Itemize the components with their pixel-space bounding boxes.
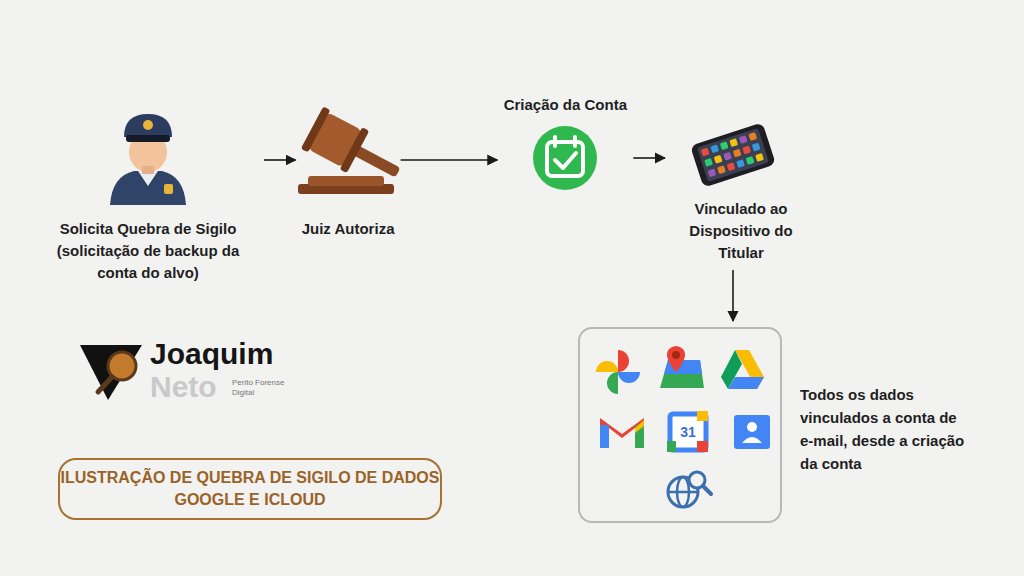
calendar-check-icon-part: [555, 153, 576, 168]
node-text: ILUSTRAÇÃO DE QUEBRA DE SIGILO DE DADOS …: [60, 467, 440, 511]
maps-icon-part: [672, 351, 680, 359]
maps-icon-part: [667, 346, 685, 372]
flow-arrow: [732, 270, 734, 321]
phone-icon-part-part: [708, 168, 717, 177]
phone-icon-part-part: [755, 153, 764, 162]
phone-icon-part-part: [714, 155, 723, 164]
phone-icon-part-part: [729, 138, 738, 147]
calendar-app-icon: [667, 411, 708, 452]
contacts-icon: [734, 415, 770, 449]
node-text: Todos os dados vinculados a conta de e-m…: [800, 383, 970, 475]
police-icon-part: [126, 135, 170, 142]
phone-icon-part-part: [746, 156, 755, 165]
phone-icon-part-part: [727, 162, 736, 171]
logo-surname: Neto: [150, 370, 217, 404]
flow-arrow: [633, 157, 665, 159]
judge-step: Juiz Autoriza: [302, 112, 395, 240]
phone-icon-part: [701, 132, 764, 177]
calendar-app-icon-part: [667, 441, 676, 452]
logo-mark-part: [98, 377, 112, 392]
phone-icon-part-part: [739, 135, 748, 144]
gavel-icon-part: [308, 176, 384, 186]
phone-icon-part-part: [742, 146, 751, 155]
police-icon-part: [164, 184, 173, 194]
phone-icon-part-part: [736, 159, 745, 168]
globe-search-icon-part: [703, 486, 711, 494]
calendar-app-icon-part: [697, 411, 708, 421]
logo-mark: [80, 345, 142, 400]
data-box: Todos os dados vinculados a conta de e-m…: [578, 327, 782, 523]
caption-box: ILUSTRAÇÃO DE QUEBRA DE SIGILO DE DADOS …: [58, 458, 442, 520]
phone-icon-part: [690, 122, 776, 187]
phone-icon-part-part: [720, 141, 729, 150]
logo-tagline: Perito Forense Digital: [232, 378, 292, 398]
phone-icon-part-part: [733, 149, 742, 158]
calendar-check-icon-part: [547, 142, 583, 176]
globe-search-icon: [668, 472, 711, 507]
drive-icon-part: [728, 377, 764, 389]
calendar-app-icon-part: [697, 441, 708, 452]
phone-icon-part-part: [701, 148, 710, 157]
maps-icon-part: [660, 360, 704, 388]
gavel-icon-part: [301, 106, 409, 194]
photos-icon-part: [596, 361, 618, 372]
police-step: Solicita Quebra de Sigilo (solicitação d…: [38, 112, 258, 284]
contacts-icon-part: [747, 422, 757, 432]
calendar-day-number: 31: [678, 424, 698, 440]
calendar-check-icon-part: [553, 137, 557, 146]
phone-icon-part-part: [748, 132, 757, 141]
gavel-icon-part-part: [308, 112, 363, 168]
police-icon-part: [124, 114, 172, 137]
photos-icon: [596, 350, 640, 394]
phone-icon-part-part: [710, 144, 719, 153]
node-text: Juiz Autoriza: [302, 218, 395, 240]
gmail-icon-part: [600, 418, 644, 448]
flow-arrow: [401, 159, 498, 161]
phone-icon: [690, 122, 776, 187]
police-icon-part: [142, 166, 154, 174]
node-text: Criação da Conta: [503, 94, 627, 116]
gmail-icon-part: [635, 420, 644, 433]
photos-icon-part: [607, 372, 618, 394]
contacts-icon-part: [742, 437, 762, 443]
maps-icon: [660, 346, 704, 388]
drive-icon: [721, 350, 764, 389]
phone-icon-part: [697, 128, 769, 182]
calendar-check-icon: [533, 126, 597, 190]
gavel-icon-part-part: [340, 127, 370, 173]
police-icon: [110, 114, 186, 205]
gmail-icon-part: [600, 425, 609, 448]
police-icon-part: [110, 171, 186, 205]
flow-arrow: [264, 159, 296, 161]
gavel-icon-part-part: [301, 106, 331, 152]
node-text: Solicita Quebra de Sigilo (solicitação d…: [38, 218, 258, 284]
police-icon-part: [143, 120, 153, 130]
gmail-icon: [600, 418, 644, 448]
calendar-check-icon-part: [573, 137, 577, 146]
account-step: Criação da Conta: [503, 94, 627, 192]
globe-search-icon-part: [668, 491, 698, 494]
gavel-icon: [298, 106, 409, 194]
contacts-icon-part: [734, 415, 770, 449]
logo-mark-part: [80, 345, 142, 400]
logo-name: Joaquim: [150, 337, 273, 371]
phone-icon-part-part: [723, 152, 732, 161]
phone-icon-part-part: [752, 143, 761, 152]
photos-icon-part: [618, 350, 629, 372]
calendar-check-icon-part: [533, 126, 597, 190]
node-text: Vinculado ao Dispositivo do Titular: [671, 198, 811, 264]
phone-icon-part-part: [717, 165, 726, 174]
phone-icon-part-part: [704, 158, 713, 167]
device-step: Vinculado ao Dispositivo do Titular: [671, 118, 811, 264]
photos-icon-part: [618, 372, 640, 383]
